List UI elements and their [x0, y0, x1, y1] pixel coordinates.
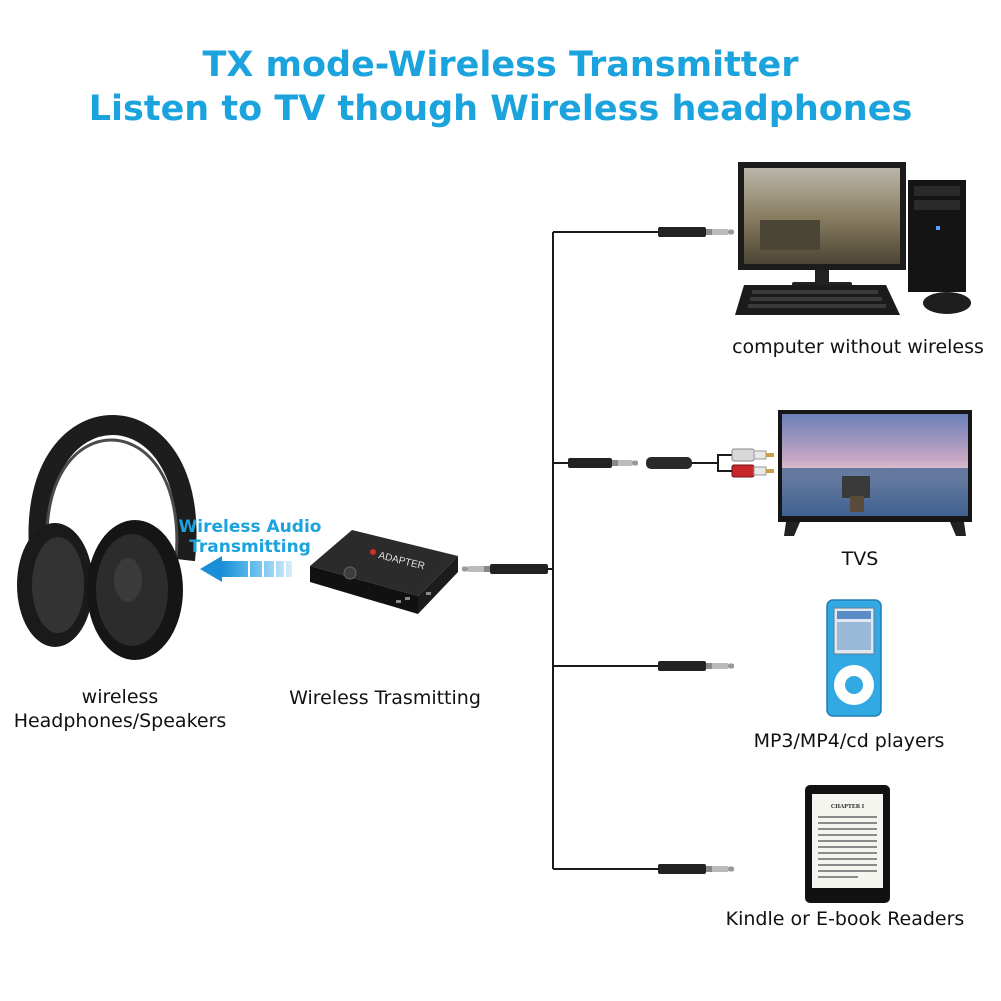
ereader-label: Kindle or E-book Readers — [712, 907, 978, 931]
jack-plug-tv — [568, 458, 638, 468]
jack-plug-computer — [658, 227, 734, 237]
tv-label: TVS — [800, 547, 920, 571]
rca-plug-white — [732, 449, 774, 461]
computer-label: computer without wireless — [720, 335, 996, 359]
tv-image — [778, 410, 972, 536]
wireless-arrow — [200, 556, 292, 582]
headphones-image — [17, 425, 187, 660]
jack-plug-ereader — [658, 864, 734, 874]
jack-plug-transmitter — [462, 564, 548, 574]
ebook-chapter-text: CHAPTER I — [831, 804, 865, 810]
rca-plug-red — [732, 465, 774, 477]
wireless-audio-line-2: Transmitting — [168, 537, 332, 557]
jack-plug-mp3 — [658, 661, 734, 671]
computer-image — [735, 162, 971, 315]
jack-socket-tv — [646, 457, 692, 469]
headphones-label-line-1: wireless — [0, 685, 240, 709]
wiring — [548, 232, 732, 869]
ereader-image: CHAPTER I — [805, 785, 890, 903]
mp3-player-image — [827, 600, 881, 716]
transmitter-device: ADAPTER — [310, 530, 458, 614]
headphones-label-line-2: Headphones/Speakers — [0, 709, 240, 733]
transmitter-label: Wireless Trasmitting — [270, 686, 500, 710]
wireless-audio-line-1: Wireless Audio — [168, 517, 332, 537]
mp3-label: MP3/MP4/cd players — [724, 729, 974, 753]
